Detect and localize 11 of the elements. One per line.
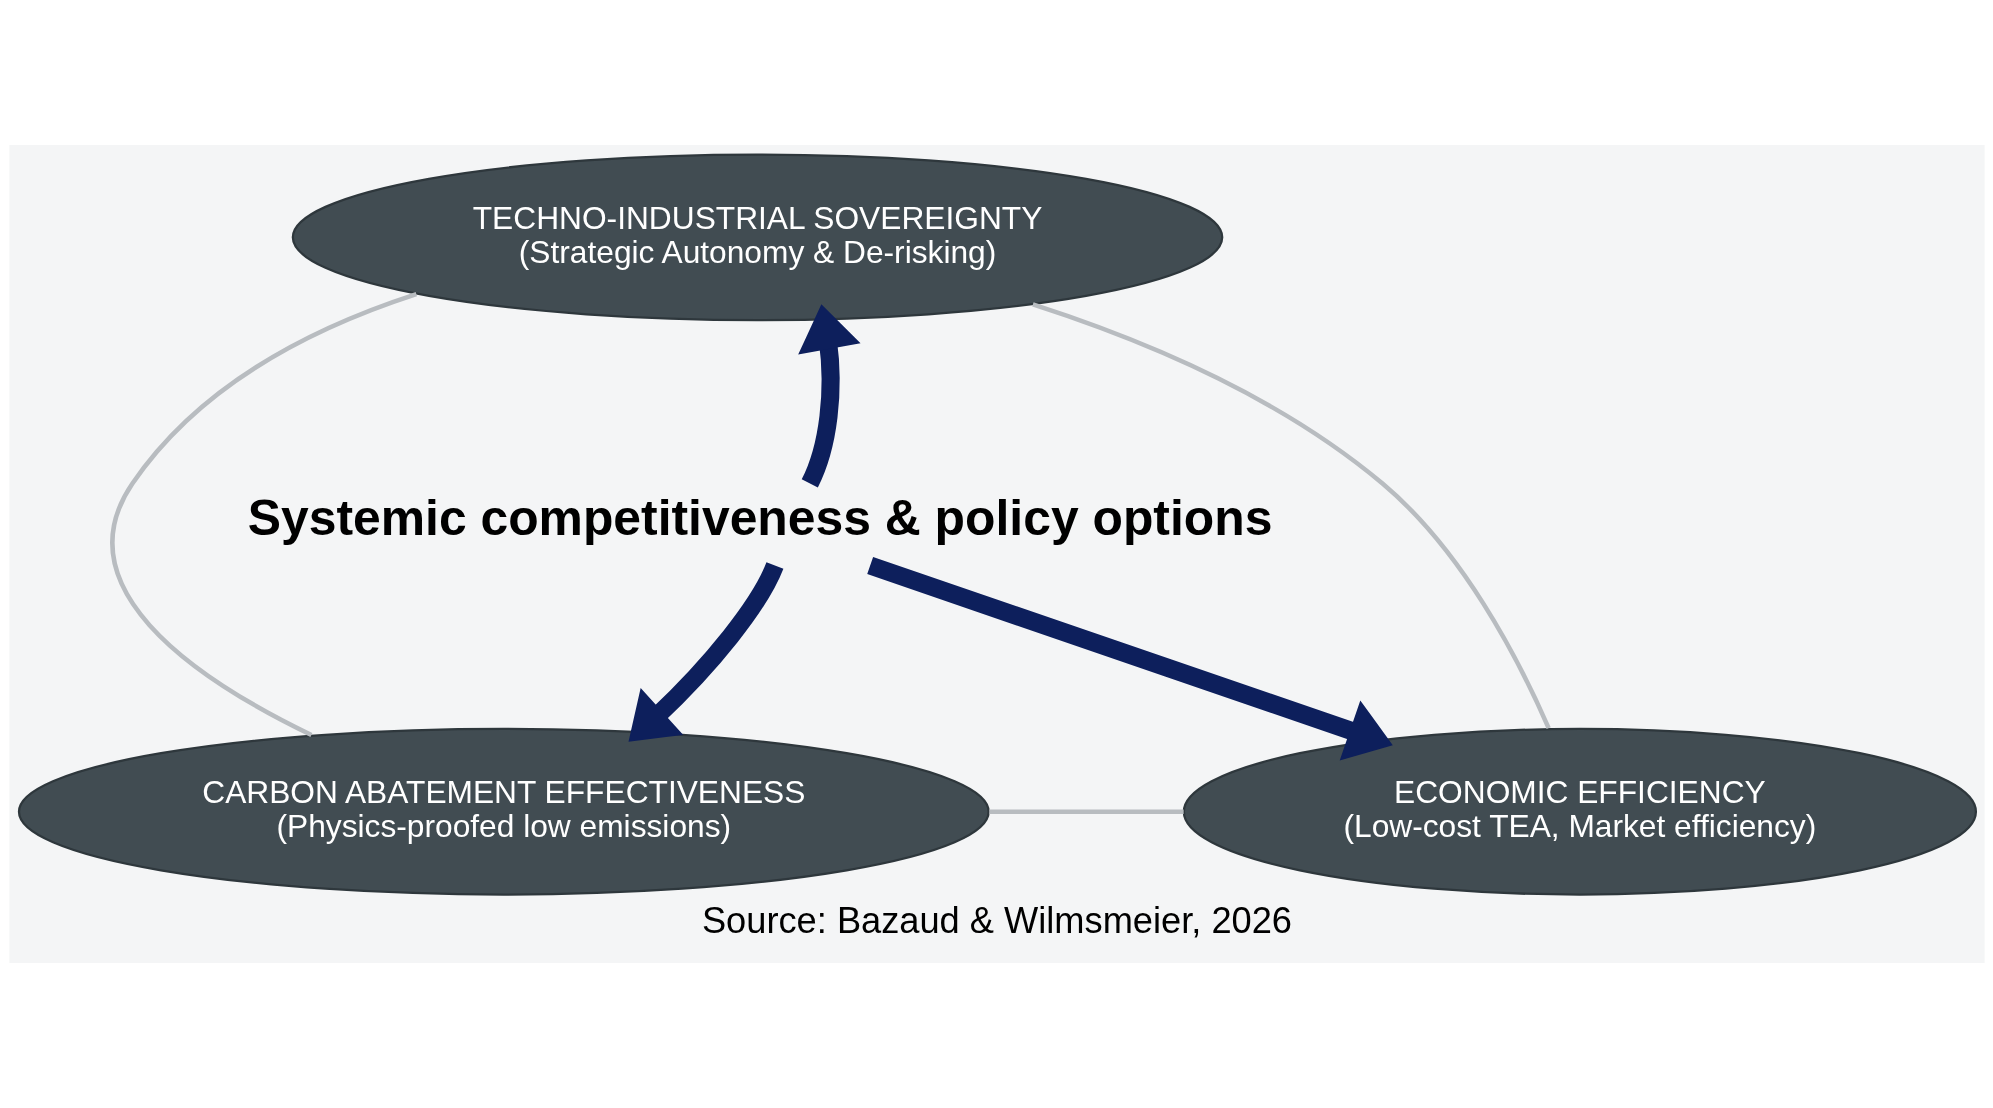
- node-ellipse: CARBON ABATEMENT EFFECTIVENESS (Physics-proofed low emissions): [17, 727, 990, 896]
- node-ellipse: ECONOMIC EFFICIENCY (Low-cost TEA, Market efficiency): [1182, 727, 1977, 896]
- arrow: [797, 304, 861, 488]
- caption: Source: Bazaud & Wilmsmeier, 2026: [701, 900, 1292, 942]
- arrow: [866, 556, 1393, 761]
- connector: [988, 809, 1184, 814]
- connector: [1031, 302, 1551, 730]
- connector: [110, 292, 417, 737]
- arrow: [628, 561, 783, 742]
- node-ellipse: TECHNO-INDUSTRIAL SOVEREIGNTY (Strategic Autonomy & De-risking): [291, 153, 1223, 322]
- node-text: Systemic competitiveness & policy options: [247, 489, 1272, 546]
